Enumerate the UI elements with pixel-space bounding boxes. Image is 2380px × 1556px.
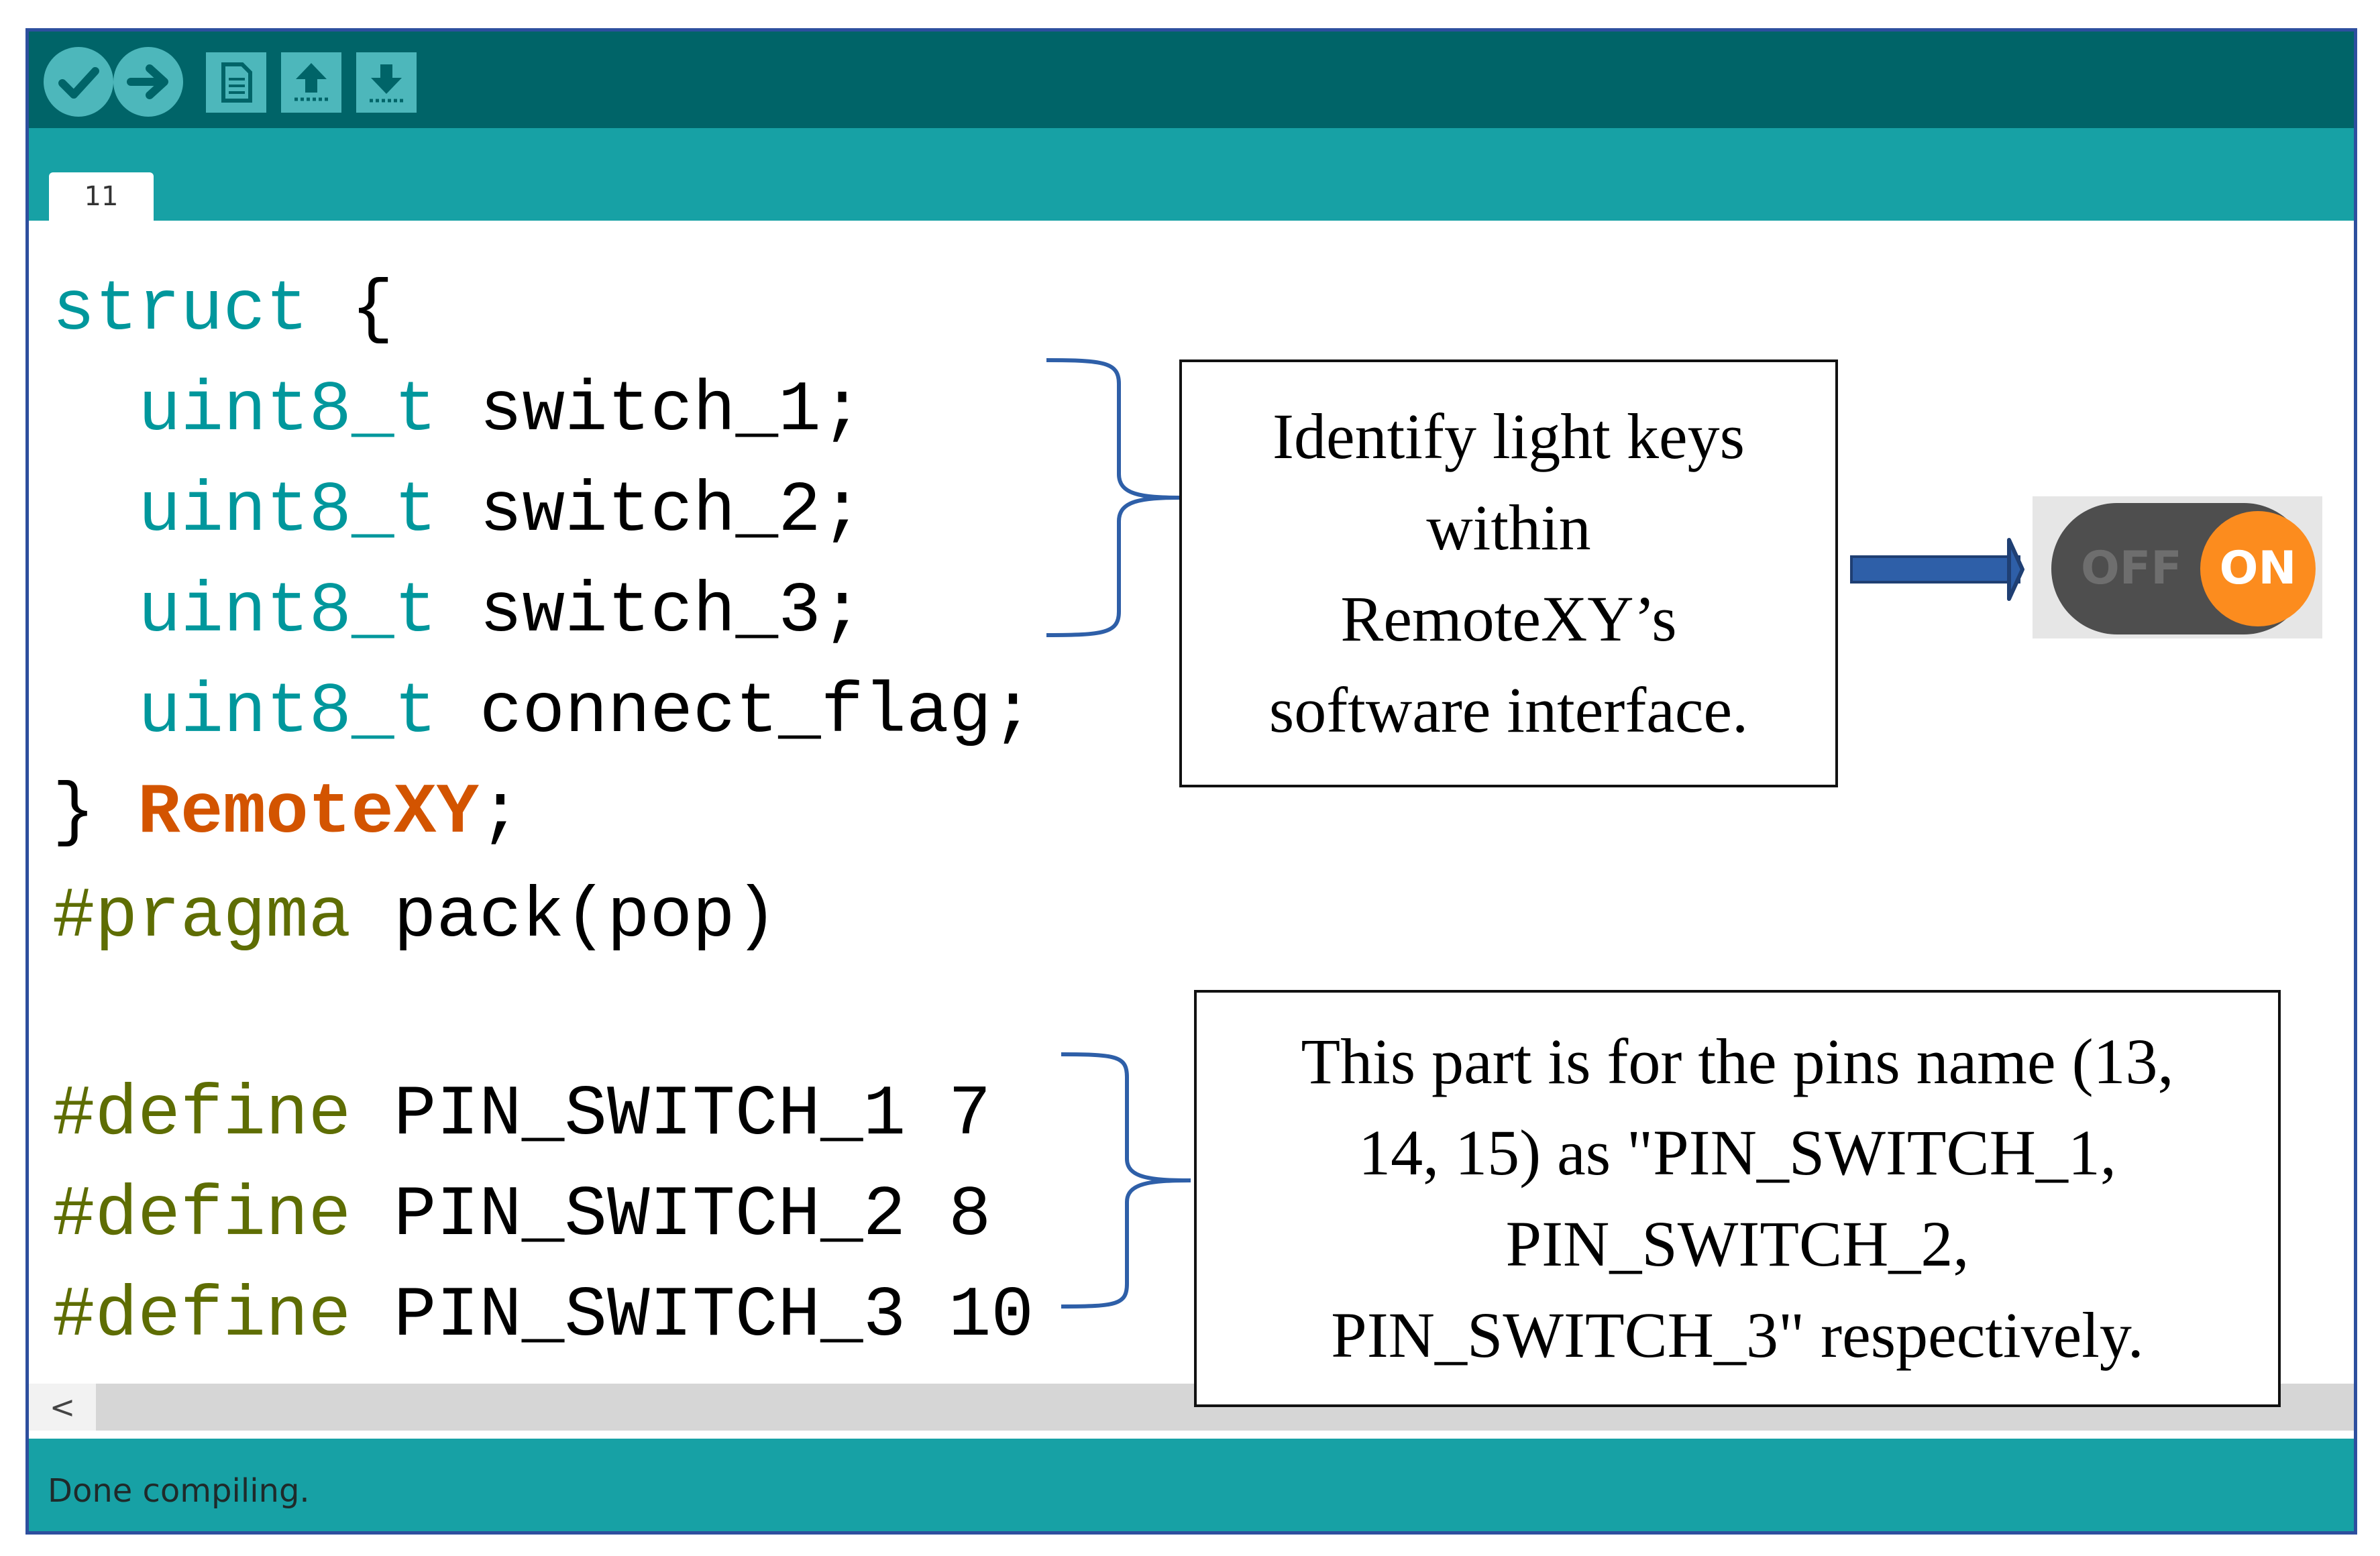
type-keyword: uint8_t [138, 471, 437, 551]
annotation-line: PIN_SWITCH_2, [1505, 1208, 1969, 1280]
right-arrow-icon [1850, 538, 2024, 601]
code-text: PIN_SWITCH_1 7 [351, 1074, 991, 1155]
annotation-line: PIN_SWITCH_3" respectively. [1331, 1299, 2144, 1371]
code-line: uint8_t connect_flag; [138, 677, 1034, 748]
code-text: PIN_SWITCH_2 8 [351, 1175, 991, 1256]
code-text: switch_3; [437, 571, 864, 652]
save-icon [370, 64, 403, 103]
lower-annotation-box: This part is for the pins name (13, 14, … [1194, 990, 2281, 1407]
toggle-switch-widget: OFF ON [2033, 496, 2322, 638]
annotation-line: Identify light keys [1273, 400, 1745, 472]
annotation-line: within [1426, 492, 1591, 563]
code-line: uint8_t switch_1; [138, 375, 863, 446]
code-line: #pragma pack(pop) [52, 881, 777, 952]
upper-annotation-text: Identify light keys within RemoteXY’s so… [1269, 391, 1748, 756]
type-keyword: uint8_t [138, 571, 437, 652]
struct-keyword: struct [52, 270, 309, 350]
code-text: ; [479, 773, 522, 853]
annotation-line: 14, 15) as "PIN_SWITCH_1, [1358, 1117, 2116, 1188]
upper-brace [1046, 358, 1181, 637]
object-name: RemoteXY [138, 773, 480, 853]
upper-annotation-box: Identify light keys within RemoteXY’s so… [1179, 359, 1838, 787]
code-line: uint8_t switch_3; [138, 576, 863, 647]
lower-annotation-text: This part is for the pins name (13, 14, … [1301, 1016, 2173, 1381]
preprocessor-keyword: #define [52, 1074, 351, 1155]
new-sketch-button[interactable] [206, 52, 266, 113]
open-button[interactable] [281, 52, 341, 113]
toggle-track: OFF ON [2051, 503, 2316, 634]
tab-bar: 11 [29, 128, 2354, 221]
sketch-tab[interactable]: 11 [49, 172, 154, 221]
code-line: #define PIN_SWITCH_3 10 [52, 1280, 1034, 1351]
code-text: } [52, 773, 138, 853]
annotation-line: RemoteXY’s [1340, 583, 1677, 655]
upload-icon [127, 64, 168, 99]
status-message: Done compiling. [48, 1472, 310, 1510]
annotation-line: software interface. [1268, 674, 1749, 746]
status-bar: Done compiling. [29, 1439, 2354, 1531]
type-keyword: uint8_t [138, 672, 437, 753]
open-icon [294, 63, 328, 101]
toggle-on-knob: ON [2200, 511, 2316, 626]
ide-window: 11 struct { uint8_t switch_1; uint8_t sw… [25, 28, 2357, 1535]
code-text: connect_flag; [437, 672, 1034, 753]
code-text: switch_2; [437, 471, 864, 551]
lower-brace [1061, 1052, 1191, 1309]
code-text: { [308, 270, 394, 350]
verify-icon [58, 67, 99, 99]
annotation-line: This part is for the pins name (13, [1301, 1025, 2174, 1097]
code-text: pack(pop) [351, 877, 778, 957]
code-text: PIN_SWITCH_3 10 [351, 1276, 1034, 1356]
code-line: #define PIN_SWITCH_2 8 [52, 1180, 991, 1251]
type-keyword: uint8_t [138, 370, 437, 451]
code-line: uint8_t switch_2; [138, 476, 863, 547]
toolbar [29, 32, 2354, 128]
preprocessor-keyword: #define [52, 1276, 351, 1356]
upload-button[interactable] [113, 47, 183, 117]
verify-button[interactable] [44, 47, 113, 117]
scroll-left-button[interactable]: < [29, 1384, 96, 1431]
new-sketch-icon [221, 62, 252, 103]
code-line: struct { [52, 274, 394, 345]
code-line: } RemoteXY; [52, 777, 522, 848]
save-button[interactable] [356, 52, 417, 113]
preprocessor-keyword: #define [52, 1175, 351, 1256]
code-text: switch_1; [437, 370, 864, 451]
toggle-off-label: OFF [2081, 542, 2182, 595]
code-line: #define PIN_SWITCH_1 7 [52, 1079, 991, 1150]
preprocessor-keyword: #pragma [52, 877, 351, 957]
